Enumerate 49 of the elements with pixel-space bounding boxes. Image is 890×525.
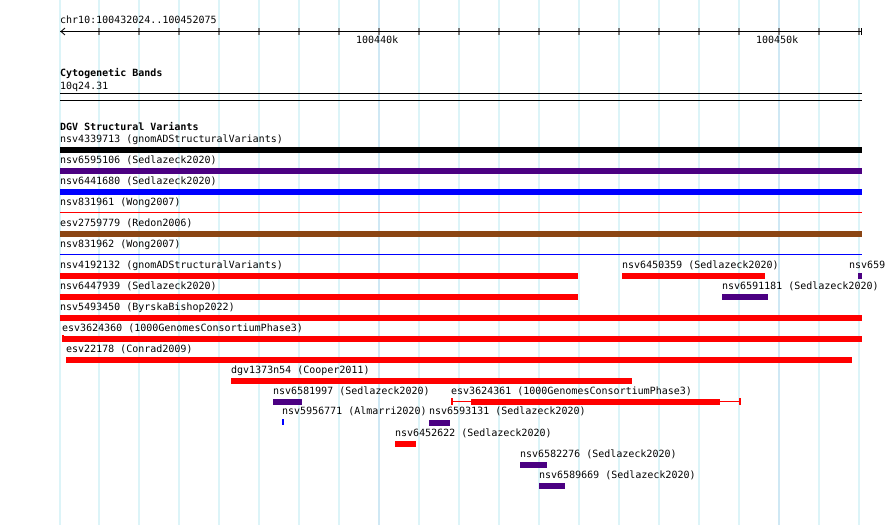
variant-label: nsv4339713 (gnomADStructuralVariants) <box>60 134 283 146</box>
region-label: chr10:100432024..100452075 <box>60 15 217 27</box>
tick-label: 100450k <box>756 35 798 47</box>
variant-line <box>60 254 862 255</box>
variant-label: nsv5493450 (ByrskaBishop2022) <box>60 302 235 314</box>
variant-bar <box>60 273 578 279</box>
variant-label: nsv831961 (Wong2007) <box>60 197 180 209</box>
variant-bar <box>60 189 862 195</box>
variant-label: esv22178 (Conrad2009) <box>66 344 192 356</box>
variant-label: nsv4192132 (gnomADStructuralVariants) <box>60 260 283 272</box>
track-title: DGV Structural Variants <box>60 122 198 134</box>
variant-label: esv3624361 (1000GenomesConsortiumPhase3) <box>451 386 692 398</box>
variant-label: nsv6447939 (Sedlazeck2020) <box>60 281 217 293</box>
variant-bar <box>622 273 765 279</box>
variant-bar <box>66 357 852 363</box>
variant-label: nsv6581997 (Sedlazeck2020) <box>273 386 430 398</box>
variant-label: esv3624360 (1000GenomesConsortiumPhase3) <box>62 323 303 335</box>
band-label: 10q24.31 <box>60 81 108 93</box>
variant-label: nsv831962 (Wong2007) <box>60 239 180 251</box>
variant-bar <box>858 273 862 279</box>
variant-label: nsv6589669 (Sedlazeck2020) <box>539 470 696 482</box>
variant-bar <box>429 420 450 426</box>
variant-bar <box>539 483 565 489</box>
variant-bar <box>395 441 416 447</box>
variant-bar <box>451 398 741 405</box>
variant-label: nsv6450359 (Sedlazeck2020) <box>622 260 779 272</box>
variant-bar <box>273 399 302 405</box>
variant-bar <box>520 462 547 468</box>
variant-line <box>60 212 862 213</box>
variant-label: esv2759779 (Redon2006) <box>60 218 192 230</box>
variant-label: nsv6582276 (Sedlazeck2020) <box>520 449 677 461</box>
variant-bar <box>60 294 578 300</box>
variant-label: nsv6441680 (Sedlazeck2020) <box>60 176 217 188</box>
variant-bar <box>60 147 862 153</box>
tick-label: 100440k <box>356 35 398 47</box>
variant-label: nsv6452622 (Sedlazeck2020) <box>395 428 552 440</box>
variant-bar <box>60 168 862 174</box>
variant-bar <box>722 294 768 300</box>
variant-bar <box>60 315 862 321</box>
track-title: Cytogenetic Bands <box>60 68 162 80</box>
variant-bar <box>60 231 862 237</box>
variant-bar <box>231 378 632 384</box>
variant-label: nsv5956771 (Almarri2020) <box>282 406 426 418</box>
variant-bar <box>62 335 862 342</box>
variant-label: nsv659 <box>849 260 886 272</box>
variant-label: nsv6591181 (Sedlazeck2020) <box>722 281 879 293</box>
variant-label: nsv6593131 (Sedlazeck2020) <box>429 406 586 418</box>
variant-label: nsv6595106 (Sedlazeck2020) <box>60 155 217 167</box>
variant-label: dgv1373n54 (Cooper2011) <box>231 365 370 377</box>
